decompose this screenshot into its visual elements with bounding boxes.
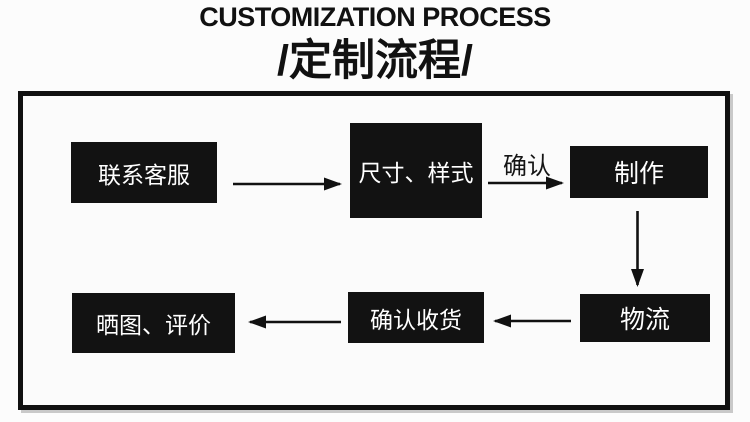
page-title-en: CUSTOMIZATION PROCESS (199, 2, 551, 32)
step-logistics-box: 物流 (580, 294, 710, 342)
step-size-style-box: 尺寸、样式 (350, 123, 482, 218)
step-contact-service-box: 联系客服 (71, 142, 217, 203)
step-photo-review-box: 晒图、评价 (72, 293, 235, 353)
step-production-box: 制作 (570, 146, 708, 198)
arrow-label-confirm: 确认 (503, 153, 551, 180)
step-confirm-receipt-box: 确认收货 (348, 292, 484, 343)
page-title-zh: /定制流程/ (277, 37, 473, 85)
